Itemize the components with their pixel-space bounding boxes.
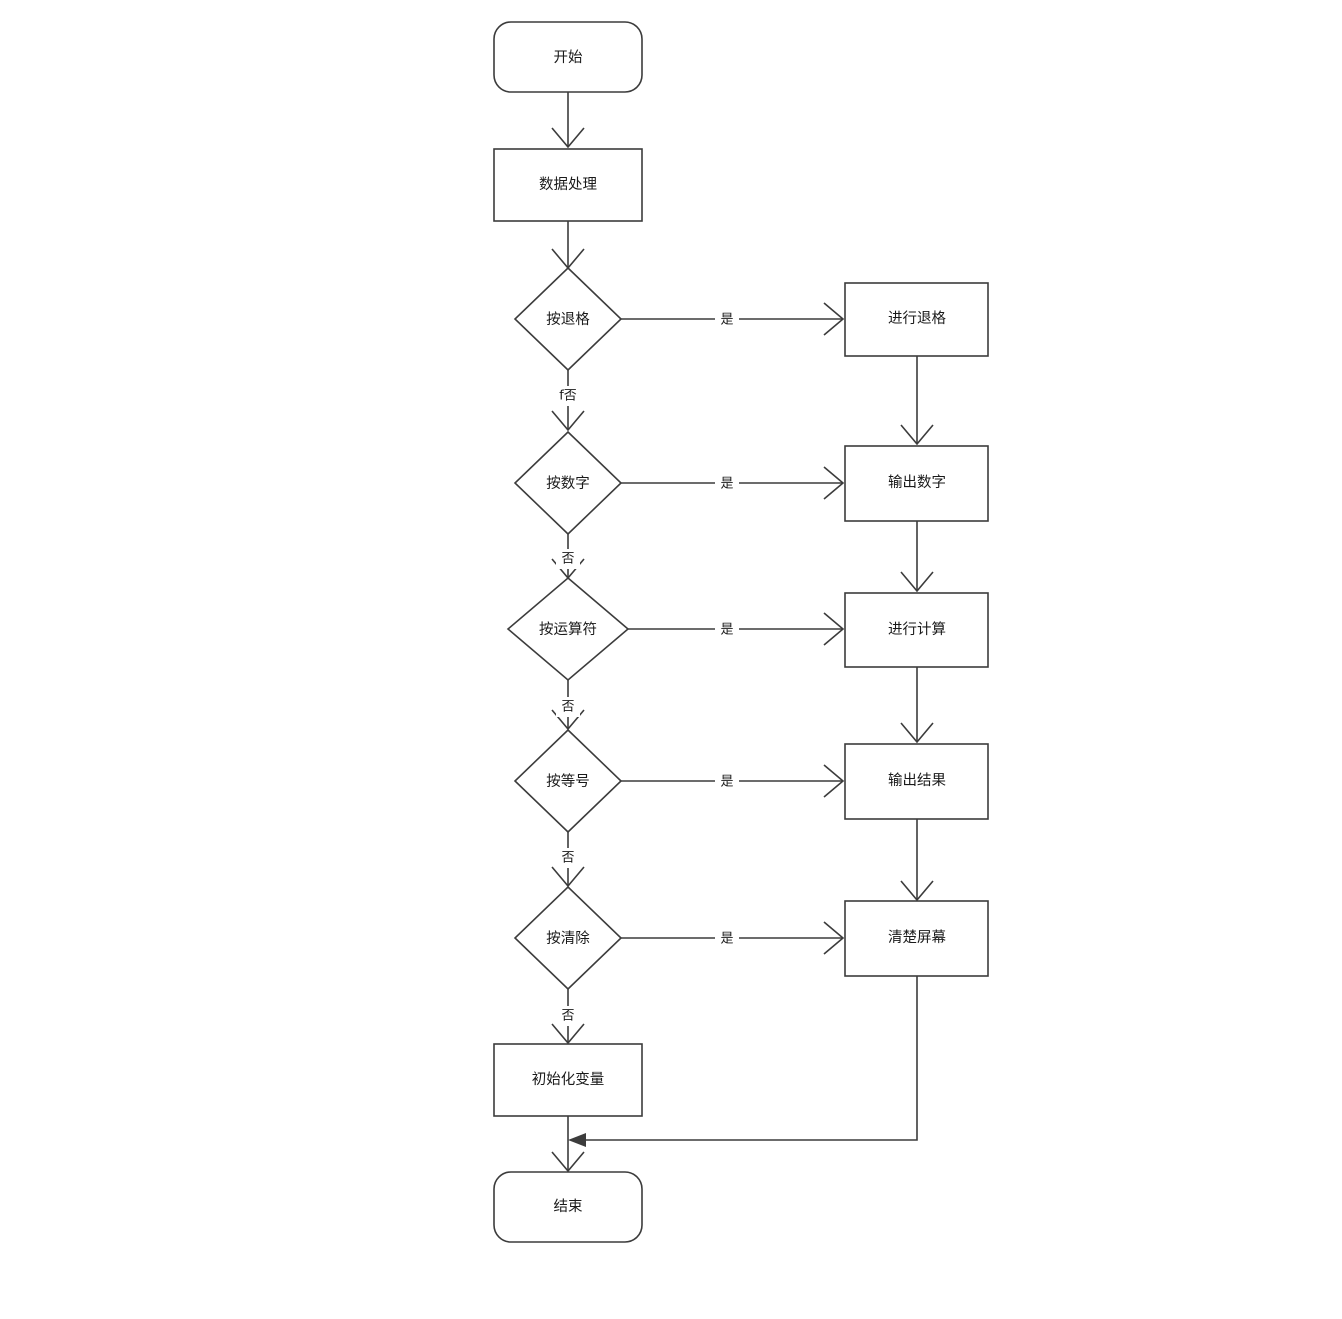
node-process-label: 数据处理: [539, 176, 597, 193]
edge-label-dec3-no: 否: [561, 700, 574, 715]
edge-init-to-end: [551, 1116, 585, 1173]
node-decision-operator[interactable]: 按运算符: [506, 576, 630, 682]
edge-dec2-to-act2: 是: [621, 466, 845, 500]
edge-dec3-to-dec4: 否: [551, 680, 585, 731]
edge-dec1-to-dec2: f否: [551, 370, 585, 432]
node-action-backspace-label: 进行退格: [888, 310, 946, 327]
edge-dec2-to-dec3: 否: [551, 534, 585, 580]
edge-dec1-to-act1: 是: [621, 302, 845, 336]
node-process-shape[interactable]: [493, 148, 643, 222]
edge-act3-to-act4: [900, 667, 934, 744]
node-decision-clear-label: 按清除: [546, 930, 590, 947]
node-decision-number-label: 按数字: [546, 475, 590, 492]
edge-act4-to-act5: [900, 819, 934, 902]
node-action-clear-screen-label: 清楚屏幕: [888, 929, 946, 946]
edge-process-to-dec1: [551, 221, 585, 270]
node-action-output-result-shape[interactable]: [844, 743, 989, 820]
node-process[interactable]: 数据处理: [493, 148, 643, 222]
edge-label-dec4-no: 否: [561, 851, 574, 866]
node-action-backspace-shape[interactable]: [844, 282, 989, 357]
edge-dec5-to-init: 否: [551, 989, 585, 1045]
node-start[interactable]: 开始: [493, 21, 643, 93]
node-decision-equals-shape[interactable]: [513, 728, 623, 834]
node-decision-equals-label: 按等号: [546, 772, 590, 790]
edge-dec4-to-dec5: 否: [551, 832, 585, 888]
edge-label-dec5-yes: 是: [720, 932, 733, 947]
node-action-output-result[interactable]: 输出结果: [844, 743, 989, 820]
edge-dec4-to-act4: 是: [621, 764, 845, 798]
node-action-clear-screen[interactable]: 清楚屏幕: [844, 900, 989, 977]
node-action-calculate-label: 进行计算: [888, 621, 946, 638]
edge-dec3-to-act3: 是: [621, 612, 845, 646]
node-start-label: 开始: [554, 49, 583, 66]
node-action-output-number-shape[interactable]: [844, 445, 989, 522]
node-decision-clear[interactable]: 按清除: [513, 885, 623, 991]
edge-act2-to-act3: [900, 521, 934, 593]
edge-label-dec3-yes: 是: [720, 623, 733, 638]
node-action-output-number-label: 输出数字: [888, 474, 946, 491]
edge-dec5-to-act5: 是: [621, 921, 845, 955]
node-action-clear-screen-shape[interactable]: [844, 900, 989, 977]
edge-act5-to-end: [568, 976, 918, 1147]
edge-label-dec1-yes: 是: [720, 313, 733, 328]
edge-act1-to-act2: [900, 356, 934, 446]
node-action-output-result-label: 输出结果: [888, 772, 946, 789]
node-decision-number[interactable]: 按数字: [513, 430, 623, 536]
node-decision-operator-shape[interactable]: [506, 576, 630, 682]
node-decision-number-shape[interactable]: [513, 430, 623, 536]
node-action-calculate-shape[interactable]: [844, 592, 989, 668]
node-action-calculate[interactable]: 进行计算: [844, 592, 989, 668]
node-decision-backspace[interactable]: 按退格: [513, 266, 623, 372]
node-end-shape[interactable]: [493, 1171, 643, 1243]
node-end[interactable]: 结束: [493, 1171, 643, 1243]
node-decision-clear-shape[interactable]: [513, 885, 623, 991]
node-decision-equals[interactable]: 按等号: [513, 728, 623, 834]
node-action-output-number[interactable]: 输出数字: [844, 445, 989, 522]
node-action-backspace[interactable]: 进行退格: [844, 282, 989, 357]
edge-label-dec2-yes: 是: [720, 477, 733, 492]
node-init-variables[interactable]: 初始化变量: [493, 1043, 643, 1117]
node-end-label: 结束: [554, 1198, 583, 1215]
edge-label-dec5-no: 否: [561, 1009, 574, 1024]
edge-label-dec4-yes: 是: [720, 775, 733, 790]
node-start-shape[interactable]: [493, 21, 643, 93]
node-decision-backspace-shape[interactable]: [513, 266, 623, 372]
edge-start-to-process: [551, 92, 585, 149]
node-decision-backspace-label: 按退格: [546, 311, 590, 328]
node-decision-operator-label: 按运算符: [539, 621, 597, 638]
edge-label-dec2-no: 否: [561, 552, 574, 567]
node-init-variables-label: 初始化变量: [532, 1071, 605, 1088]
edge-label-dec1-no: f否: [559, 389, 577, 404]
node-init-variables-shape[interactable]: [493, 1043, 643, 1117]
